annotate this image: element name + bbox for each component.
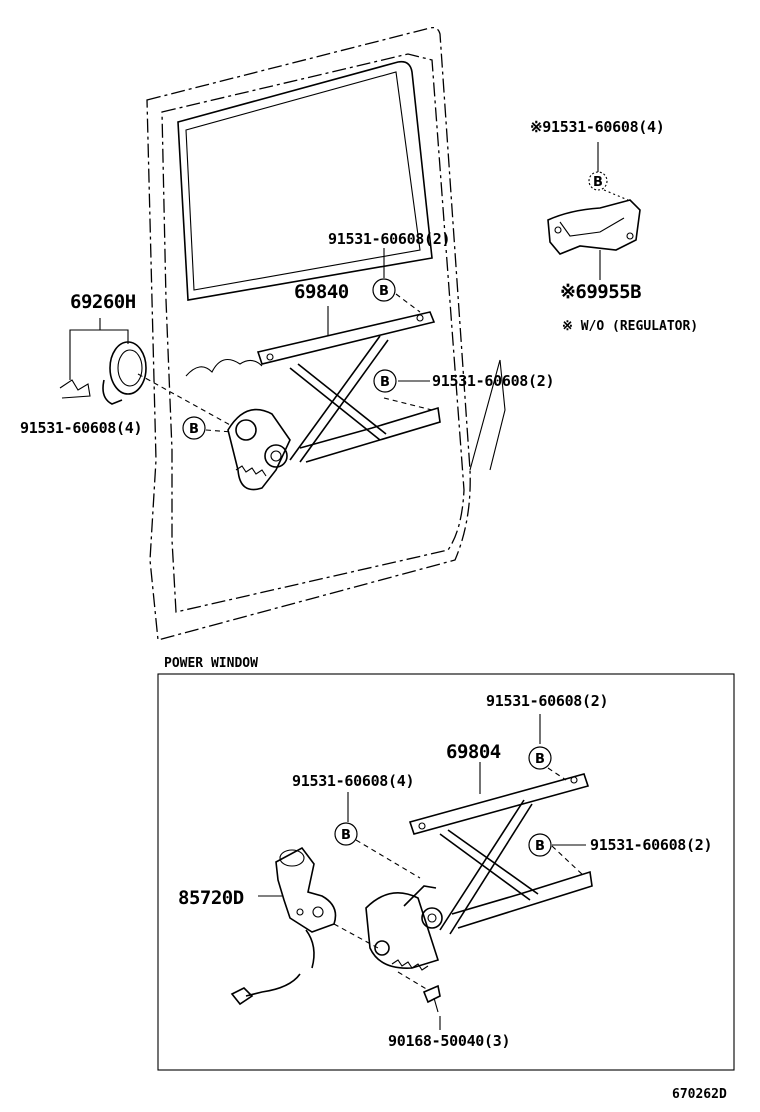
power-window-box <box>157 673 735 1071</box>
svg-text:B: B <box>341 828 351 843</box>
label-69955b: ※69955B <box>560 281 641 303</box>
screw-90168-50040 <box>422 984 441 1030</box>
leader-pw-left-bolt <box>355 839 421 879</box>
window-motor-85720d <box>230 846 337 1006</box>
svg-text:B: B <box>593 175 603 190</box>
bolt-symbol-pw-right: B <box>528 833 552 857</box>
window-handle-69260h <box>59 318 147 405</box>
leader-69840-top-bolt <box>395 293 421 313</box>
door-panel <box>146 26 506 641</box>
leader-pw-top-bolt <box>547 767 567 781</box>
bolt-symbol-top-right: B <box>588 171 608 191</box>
label-bolt-top-right: ※91531-60608(4) <box>530 118 665 136</box>
svg-text:B: B <box>535 839 545 854</box>
bracket-69955b <box>547 142 641 280</box>
leader-pw-motor <box>333 923 379 949</box>
leader-handle-to-regulator <box>137 373 233 427</box>
leader-pw-right-bolt <box>551 845 585 877</box>
bolt-symbol-left: B <box>182 416 206 440</box>
window-regulator-69840 <box>227 311 441 491</box>
svg-text:B: B <box>189 422 199 437</box>
label-bolt-69840-top: 91531-60608(2) <box>328 230 450 248</box>
svg-text:B: B <box>535 752 545 767</box>
leader-left-bolt <box>205 429 233 433</box>
label-69260h: 69260H <box>70 291 136 313</box>
bolt-symbol-69840-top: B <box>372 278 396 302</box>
label-bolt-pw-right: 91531-60608(2) <box>590 836 712 854</box>
svg-text:B: B <box>379 284 389 299</box>
label-bolt-left: 91531-60608(4) <box>20 419 142 437</box>
label-69804: 69804 <box>446 741 501 763</box>
svg-text:B: B <box>380 375 390 390</box>
note-wo-regulator: ※ W/O (REGULATOR) <box>562 319 698 334</box>
label-bolt-pw-top: 91531-60608(2) <box>486 692 608 710</box>
diagram-code: 670262D <box>672 1087 727 1102</box>
bolt-symbol-pw-left: B <box>334 822 358 846</box>
label-85720d: 85720D <box>178 887 244 909</box>
label-screw-pw: 90168-50040(3) <box>388 1032 510 1050</box>
leader-pw-screw <box>397 971 429 991</box>
window-regulator-69804 <box>365 773 593 971</box>
leader-69840-right-bolt <box>383 397 433 411</box>
label-bolt-69840-right: 91531-60608(2) <box>432 372 554 390</box>
bolt-symbol-pw-top: B <box>528 746 552 770</box>
label-bolt-pw-left: 91531-60608(4) <box>292 772 414 790</box>
section-title-power-window: POWER WINDOW <box>164 656 258 671</box>
bolt-symbol-69840-right: B <box>373 369 397 393</box>
label-69840: 69840 <box>294 281 349 303</box>
